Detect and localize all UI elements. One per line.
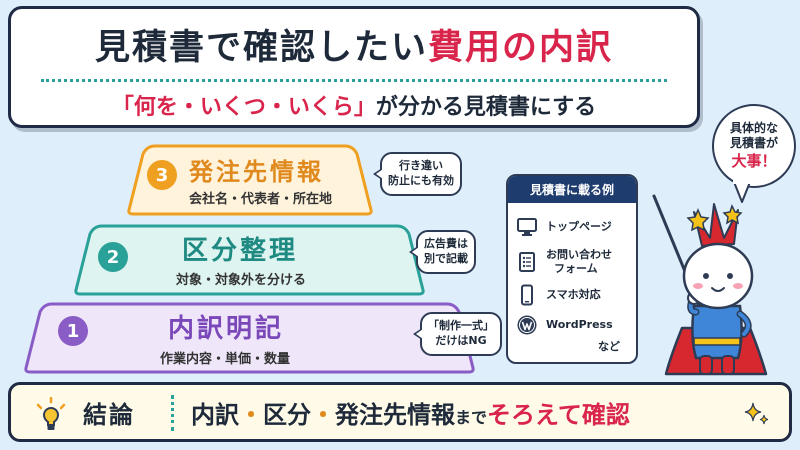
tier-1-title: 内訳明記 [168,314,285,344]
tier-2-note-line1: 広告費は [424,237,468,250]
examples-panel: 見積書に載る例 トップページ お問い合わせ フォーム スマホ対応 [506,174,638,364]
tier-3-shape [127,144,373,216]
example-label-contact-line1: お問い合わせ [546,248,612,261]
tier-2: 2 区分整理 対象・対象外を分ける [72,222,427,297]
lightbulb-icon [36,397,66,430]
tier-1-number-badge: 1 [58,316,88,346]
example-label-top-page: トップページ [546,220,612,234]
tier-2-note-line2: 別で記載 [424,251,468,265]
tier-1-note-line1: 「制作一式」 [428,319,494,332]
page-subtitle: 「何を・いくつ・いくら」が分かる見積書にする [11,89,697,121]
example-item-contact-form: お問い合わせ フォーム [516,248,612,276]
tier-2-desc: 対象・対象外を分ける [176,273,307,288]
tier-3-number-badge: 3 [147,160,177,190]
head [682,242,754,310]
examples-heading: 見積書に載る例 [508,176,636,203]
tier-3-desc: 会社名・代表者・所在地 [189,192,333,207]
sparkle-icon [744,402,769,425]
conclusion-item-3: 発注先情報 [335,401,455,429]
conclusion-label: 結論 [83,401,135,429]
subtitle-highlight: 「何を・いくつ・いくら」 [111,95,376,120]
subtitle-rest: が分かる見積書にする [375,95,597,120]
conclusion-item-1: 内訳 [191,401,239,429]
conclusion-bar: 結論 内訳・区分・発注先情報までそろえて確認 [8,382,792,442]
character-line-1: 具体的な [729,120,778,135]
header-divider [41,79,667,82]
page-title: 見積書で確認したい費用の内訳 [11,19,697,70]
tier-2-title: 区分整理 [182,236,299,266]
conclusion-suffix: まで [455,408,488,427]
character-line-3: 大事！ [731,151,777,170]
tier-2-shape [74,224,425,296]
tier-3-title: 発注先情報 [189,158,324,186]
smartphone-icon [521,284,533,306]
form-icon [519,251,535,272]
conclusion-emphasis: そろえて確認 [487,401,630,429]
character-speech-bubble: 具体的な 見積書が 大事！ [712,104,796,188]
tier-1-note-line2: だけはNG [435,333,487,347]
wordpress-icon [517,315,537,335]
tier-3-note-line2: 防止にも有効 [388,173,454,187]
mascot-character [652,194,768,376]
suit [691,304,743,360]
tier-3-note-line1: 行き違い [399,159,443,172]
example-item-smartphone: スマホ対応 [516,284,601,306]
tier-1-shape [24,302,475,374]
conclusion-item-2: 区分 [263,401,311,429]
star-icon [686,208,710,232]
conclusion-text: 内訳・区分・発注先情報までそろえて確認 [191,395,630,430]
character-line-2: 見積書が [729,136,778,151]
example-label-wordpress: WordPress [546,318,613,332]
example-label-smartphone: スマホ対応 [546,288,601,302]
tier-1-note: 「制作一式」 だけはNG [413,312,502,356]
conclusion-sep-1: ・ [239,401,263,429]
conclusion-divider [171,395,174,431]
conclusion-sep-2: ・ [311,401,335,429]
speech-bubble-tail [733,180,751,203]
title-highlight: 費用の内訳 [428,28,614,68]
tier-2-number-badge: 2 [98,242,128,272]
header-card: 見積書で確認したい費用の内訳 「何を・いくつ・いくら」が分かる見積書にする [8,6,700,128]
tier-1-desc: 作業内容・単価・数量 [160,352,291,367]
example-item-top-page: トップページ [516,216,612,238]
title-main: 見積書で確認したい [94,28,428,68]
example-label-contact-line2: フォーム [554,261,598,275]
example-item-wordpress: WordPress [516,314,613,336]
tier-2-note: 広告費は 別で記載 [409,230,476,274]
examples-more: など [598,340,620,353]
belt [693,337,741,346]
tier-3-note: 行き違い 防止にも有効 [373,152,462,196]
tier-1: 1 内訳明記 作業内容・単価・数量 [22,300,477,375]
star-icon [722,204,743,225]
monitor-icon [517,218,537,236]
example-label-contact-form: お問い合わせ フォーム [546,248,612,276]
tier-3: 3 発注先情報 会社名・代表者・所在地 [125,142,375,217]
